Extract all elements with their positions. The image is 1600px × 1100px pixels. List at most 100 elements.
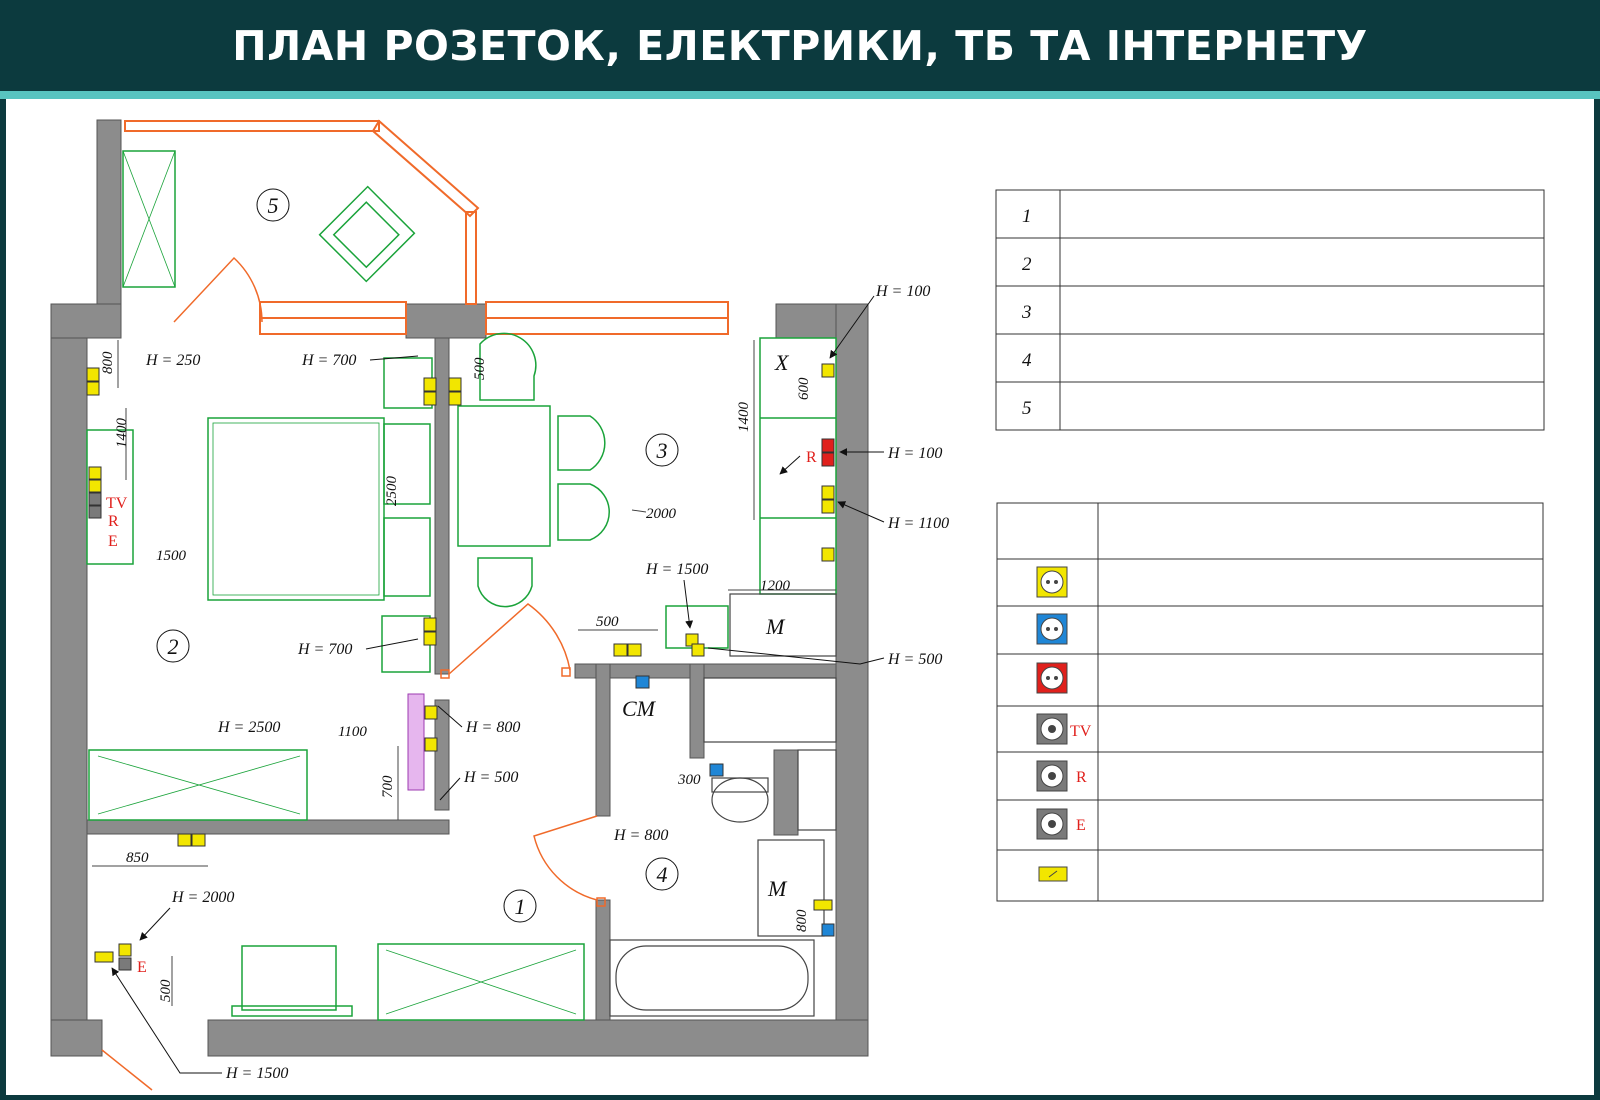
socket-blue [635, 675, 650, 689]
socket-yellow [423, 391, 437, 406]
dim-1500: 1500 [156, 548, 187, 564]
nightstand-bottom [381, 615, 431, 673]
toilet [711, 777, 769, 823]
socket-red [821, 438, 835, 453]
bed-pillow-bottom [383, 517, 431, 597]
height-250: H = 250 [145, 352, 200, 369]
socket-yellow [424, 737, 438, 752]
dim-300: 300 [677, 772, 701, 788]
dim-1200: 1200 [760, 578, 791, 594]
switch [813, 899, 833, 911]
dim-800-bath: 800 [794, 909, 810, 932]
tv-cabinet-hall [241, 945, 337, 1011]
socket-yellow [177, 833, 192, 847]
appliances [609, 593, 837, 1017]
chair-top [479, 332, 537, 401]
bedroom-door [448, 603, 571, 675]
socket-yellow [613, 643, 628, 657]
room-code-m2: M [767, 876, 788, 901]
entrance-door [101, 1049, 153, 1091]
page-title: ПЛАН РОЗЕТОК, ЕЛЕКТРИКИ, ТБ ТА ІНТЕРНЕТУ [232, 21, 1368, 70]
legend-icons: TV R E [1036, 566, 1092, 882]
room-code-washer: CM [622, 696, 657, 721]
tv-socket-icon: TV [1036, 713, 1092, 745]
socket-yellow [88, 466, 102, 480]
room-number-3: 3 [656, 438, 668, 463]
letter-e-hall: E [137, 959, 147, 976]
balcony-window-right [465, 211, 477, 305]
height-2000: H = 2000 [171, 889, 234, 906]
switch-icon [1038, 866, 1068, 882]
rooms-table-row-5: 5 [1022, 398, 1032, 419]
dim-1400-b: 1400 [736, 402, 752, 433]
dim-850: 850 [126, 850, 149, 866]
socket-yellow [448, 377, 462, 392]
room-code-m1: M [765, 614, 786, 639]
wall-bedroom-lower [434, 699, 450, 811]
balcony-window-top [124, 120, 380, 132]
hall-wardrobe [377, 943, 585, 1021]
chair-bottom [477, 557, 533, 608]
socket-yellow [423, 617, 437, 632]
windows [124, 119, 729, 335]
bathtub [609, 939, 815, 1017]
wall-bath-left-low [595, 899, 611, 1021]
height-800-a: H = 800 [465, 719, 520, 736]
socket-tv [88, 492, 102, 506]
wall-kitchen-bottom [574, 663, 837, 679]
socket-yellow [448, 391, 462, 406]
rooms-table-row-4: 4 [1022, 350, 1032, 371]
wall-top-left [50, 303, 122, 339]
balcony-door [173, 256, 263, 323]
sockets [86, 363, 835, 971]
dim-500-hall: 500 [158, 979, 174, 1002]
socket-e [118, 957, 132, 971]
dim-700: 700 [380, 775, 396, 798]
letter-r-kitchen: R [806, 449, 817, 466]
header-accent-bar [0, 91, 1600, 99]
letter-tv: TV [106, 495, 128, 512]
dim-500-chair: 500 [472, 357, 488, 380]
dining-table [457, 405, 551, 547]
switch [94, 951, 114, 963]
height-100-mid: H = 100 [887, 445, 942, 462]
dim-600: 600 [796, 377, 812, 400]
wall-bedroom-bottom [86, 819, 450, 835]
socket-yellow [424, 705, 438, 720]
wall-bath-inner [689, 663, 705, 759]
rooms-table-row-3: 3 [1021, 302, 1032, 323]
height-500-a: H = 500 [463, 769, 518, 786]
socket-yellow [423, 377, 437, 392]
wall-bottom-left [50, 1019, 103, 1057]
socket-yellow [423, 631, 437, 646]
dim-1400-a: 1400 [114, 418, 130, 449]
rooms-table [995, 189, 1545, 431]
socket-blue [821, 923, 835, 937]
wall-balcony-left [96, 119, 122, 307]
letter-e: E [108, 533, 118, 550]
radio-socket-icon: R [1036, 760, 1087, 792]
height-100-top: H = 100 [875, 283, 930, 300]
height-1500-hall: H = 1500 [225, 1065, 288, 1082]
ethernet-socket-icon: E [1036, 808, 1086, 840]
wall-top-pier [405, 303, 487, 339]
room-number-4: 4 [657, 862, 668, 887]
room-code-wardrobe: X [774, 350, 790, 375]
rooms-table-row-1: 1 [1022, 206, 1032, 227]
armchair [318, 185, 416, 283]
bedroom-wardrobe [88, 749, 308, 821]
tv-console [86, 429, 134, 565]
rooms-table-numbers: 1 2 3 4 5 [1021, 206, 1032, 419]
rooms-table-row-2: 2 [1022, 254, 1032, 275]
height-500-kitchen: H = 500 [887, 651, 942, 668]
socket-yellow [821, 363, 835, 378]
height-800-b: H = 800 [613, 827, 668, 844]
shoe-rack [231, 1005, 353, 1017]
wall-left [50, 303, 88, 1057]
socket-yellow [118, 943, 132, 957]
socket-yellow [88, 479, 102, 493]
balcony-wardrobe [122, 150, 176, 288]
socket-yellow [821, 485, 835, 500]
bathroom-door [533, 815, 598, 901]
